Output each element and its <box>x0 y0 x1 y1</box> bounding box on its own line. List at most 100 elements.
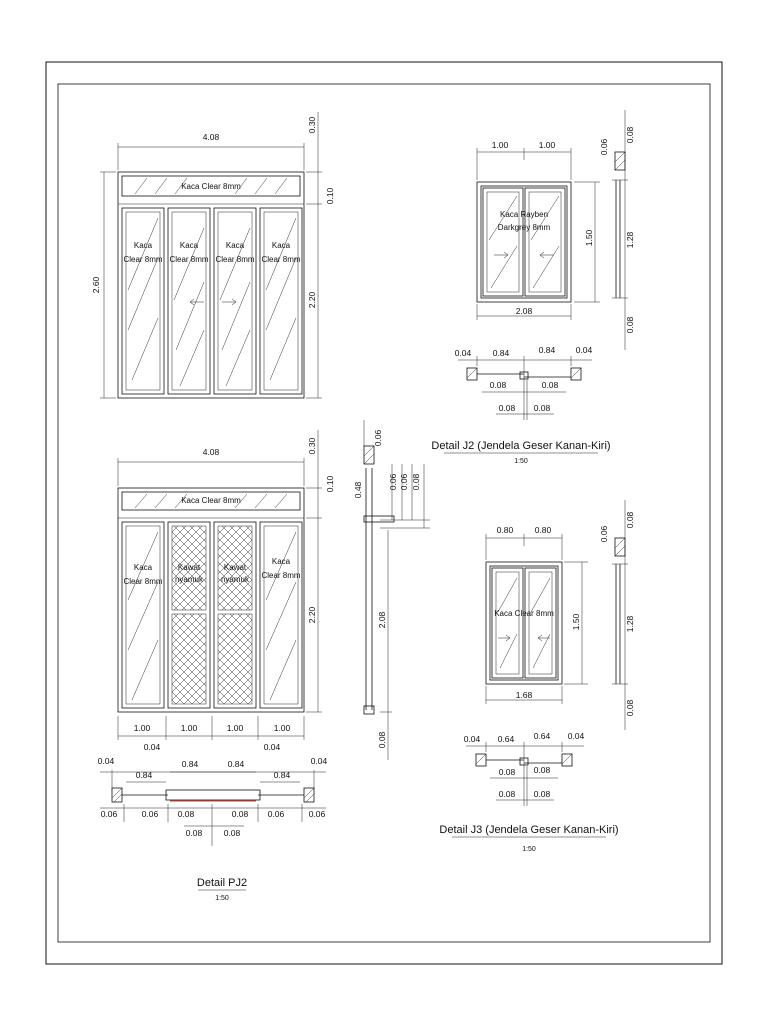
pj2-overlap-dim: 0.04 <box>144 742 161 752</box>
pj2-top-height-dim: 2.60 <box>91 276 101 293</box>
pj2-mesh-width-dim: 4.08 <box>203 447 220 457</box>
j3-sash-right <box>524 567 557 679</box>
pj2-vertical-section: 0.06 0.48 0.06 0.06 0.08 2.08 0.08 <box>353 420 430 760</box>
j2-title: Detail J2 (Jendela Geser Kanan-Kiri) <box>431 440 610 452</box>
section-dim: 0.08 <box>377 731 387 748</box>
section-dim: 0.06 <box>388 473 398 490</box>
plan-dim: 0.84 <box>228 759 245 769</box>
j3-dim: 1.50 <box>571 613 581 630</box>
section-dim: 2.08 <box>377 611 387 628</box>
pj2-top-width-dim: 4.08 <box>203 132 220 142</box>
pj2-top-panel-4 <box>259 207 303 395</box>
j3-scale: 1:50 <box>522 846 536 853</box>
j3-elevation: Kaca Clear 8mm 0.80 0.80 1.68 1.50 0.06 … <box>485 500 635 730</box>
j3-glass-label: Kaca Clear 8mm <box>494 609 554 618</box>
j2-glass-label-2: Darkgrey 8mm <box>498 223 551 232</box>
j2-plan-dim: 0.04 <box>576 345 593 355</box>
plan-dim: 0.84 <box>182 759 199 769</box>
j2-dim: 2.08 <box>516 306 533 316</box>
panel-label: Clear 8mm <box>261 255 300 264</box>
j2-scale: 1:50 <box>514 458 528 465</box>
j3-dim: 0.80 <box>535 525 552 535</box>
pj2-elevation-top: Kaca Clear 8mm Kaca Clear 8mm Kaca Clear… <box>91 112 335 399</box>
pj2-mesh-frame <box>117 487 305 713</box>
j2-plan-dim: 0.08 <box>490 380 507 390</box>
j3-plan-dim: 0.64 <box>498 734 515 744</box>
pj2-mesh-transom <box>121 491 301 511</box>
pj2-panel-width-dim: 1.00 <box>134 723 151 733</box>
pj2-top-transom-hatch <box>134 177 288 195</box>
panel-label: Clear 8mm <box>215 255 254 264</box>
sheet-inner-border <box>57 83 711 943</box>
pj2-top-frame <box>117 171 305 399</box>
pj2-top-panel-3 <box>213 207 257 395</box>
section-dim: 0.48 <box>353 481 363 498</box>
section-dim: 0.08 <box>411 473 421 490</box>
j2-plan-dim: 0.08 <box>534 403 551 413</box>
pj2-mesh-panel-2 <box>167 521 211 709</box>
pj2-mesh-screen-3b <box>217 613 253 705</box>
j2-plan-dim: 0.04 <box>455 348 472 358</box>
j2-dim: 1.00 <box>539 140 556 150</box>
j2-frame <box>476 181 572 303</box>
j2-plan-dim: 0.08 <box>499 403 516 413</box>
j3-dim: 0.06 <box>599 525 609 542</box>
panel-label: Kaca <box>272 557 291 566</box>
pj2-mesh-panel-height-dim: 2.20 <box>307 606 317 623</box>
plan-dim: 0.08 <box>178 809 195 819</box>
pj2-scale: 1:50 <box>215 895 229 902</box>
j2-sash-right <box>524 187 566 297</box>
pj2-mesh-panel-1 <box>121 521 165 709</box>
pj2-mesh-screen-2a <box>171 525 207 611</box>
plan-dim: 0.06 <box>101 809 118 819</box>
pj2-title: Detail PJ2 <box>197 877 247 889</box>
j3-dim: 0.08 <box>625 699 635 716</box>
j3-plan-section: 0.04 0.64 0.64 0.04 0.08 0.08 0.08 0.08 <box>464 731 585 806</box>
j2-plan-dim: 0.84 <box>493 348 510 358</box>
j3-dim: 1.28 <box>625 615 635 632</box>
j3-plan-dim: 0.08 <box>534 789 551 799</box>
j3-plan-dim: 0.04 <box>464 734 481 744</box>
panel-label: Kawat <box>224 563 247 572</box>
sheet-outer-border <box>45 61 723 965</box>
j2-elevation: Kaca Rayben Darkgrey 8mm 1.00 1.00 2.08 … <box>476 110 635 350</box>
j3-plan-dim: 0.08 <box>534 765 551 775</box>
pj2-mesh-panel-4 <box>259 521 303 709</box>
j3-frame <box>485 561 563 685</box>
pj2-top-panel-height-dim: 2.20 <box>307 291 317 308</box>
pj2-top-panel-1 <box>121 207 165 395</box>
pj2-plan-section: 0.04 0.04 0.84 0.84 0.84 0.84 0.06 0.06 … <box>98 756 328 846</box>
panel-label: Kaca <box>134 241 153 250</box>
j2-glass-label-1: Kaca Rayben <box>500 210 548 219</box>
pj2-top-transom-label: Kaca Clear 8mm <box>181 182 241 191</box>
j3-plan-dim: 0.04 <box>568 731 585 741</box>
plan-dim: 0.04 <box>311 756 328 766</box>
j2-plan-section: 0.04 0.84 0.84 0.04 0.08 0.08 0.08 0.08 <box>455 345 593 420</box>
panel-label: Kaca <box>226 241 245 250</box>
pj2-panel-width-dim: 1.00 <box>227 723 244 733</box>
j3-dim: 0.08 <box>625 511 635 528</box>
j2-dim: 1.00 <box>492 140 509 150</box>
pj2-mesh-gap-dim: 0.10 <box>325 475 335 492</box>
j3-dim: 0.80 <box>497 525 514 535</box>
j3-title: Detail J3 (Jendela Geser Kanan-Kiri) <box>439 824 618 836</box>
pj2-top-transom-dim: 0.30 <box>307 116 317 133</box>
plan-dim: 0.06 <box>268 809 285 819</box>
j3-plan-dim: 0.08 <box>499 789 516 799</box>
plan-dim: 0.08 <box>186 828 203 838</box>
plan-dim: 0.04 <box>98 756 115 766</box>
j3-dim: 1.68 <box>516 690 533 700</box>
j2-dim: 0.06 <box>599 138 609 155</box>
j2-plan-dim: 0.84 <box>539 345 556 355</box>
plan-dim: 0.84 <box>136 770 153 780</box>
pj2-mesh-screen-2b <box>171 613 207 705</box>
plan-dim: 0.08 <box>224 828 241 838</box>
pj2-overlap-dim: 0.04 <box>264 742 281 752</box>
j2-dim: 0.08 <box>625 316 635 333</box>
pj2-top-gap-dim: 0.10 <box>325 187 335 204</box>
section-dim: 0.06 <box>399 473 409 490</box>
pj2-elevation-mesh: Kaca Clear 8mm Kaca Clear 8mm Kawat nyam… <box>117 430 335 752</box>
pj2-mesh-transom-dim: 0.30 <box>307 437 317 454</box>
panel-label: Clear 8mm <box>169 255 208 264</box>
